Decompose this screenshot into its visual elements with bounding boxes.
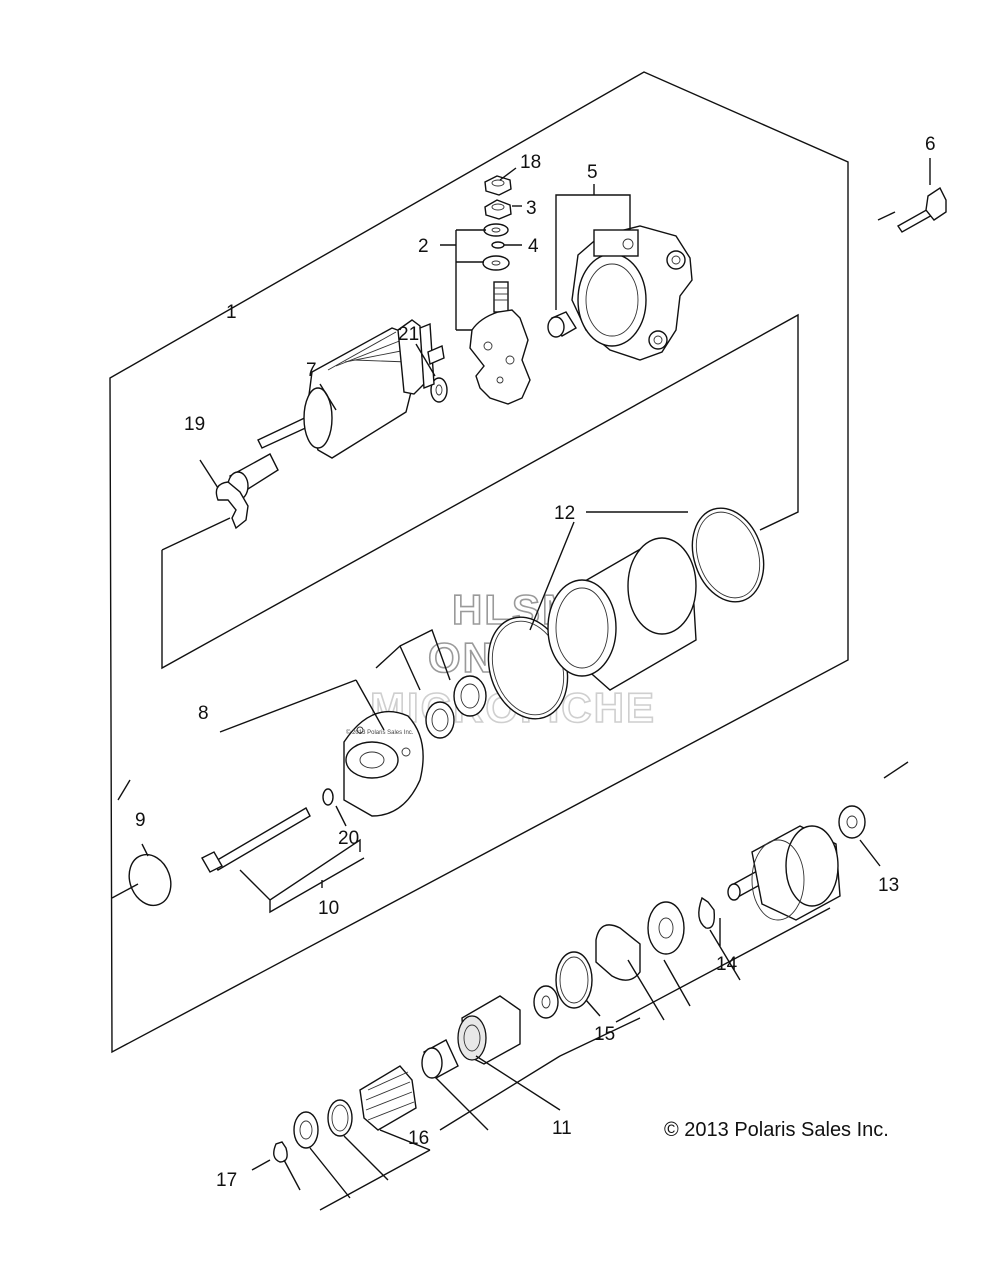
- housing-small-text: © 2013 Polaris Sales Inc.: [346, 729, 414, 736]
- callout-8: 8: [198, 703, 209, 724]
- part-stop-washer: [647, 901, 685, 955]
- callout-21: 21: [398, 324, 419, 345]
- part-20-oring: [322, 788, 334, 806]
- bracket-12: [161, 313, 799, 670]
- part-pinion-shaft: [727, 825, 841, 921]
- part-yoke: [547, 537, 697, 691]
- part-brush-plate: [469, 281, 531, 405]
- callout-12: 12: [554, 503, 575, 524]
- part-11-pinion: [457, 995, 521, 1065]
- part-19-clip: [215, 481, 249, 530]
- part-3-nut: [484, 199, 512, 220]
- callout-14: 14: [716, 954, 738, 975]
- part-15-washers: [533, 951, 593, 1019]
- callout-19: 19: [184, 414, 205, 435]
- assembly-outline: [109, 71, 849, 1054]
- callout-17: 17: [216, 1170, 237, 1191]
- part-13-washer: [838, 805, 866, 839]
- part-4-oring: [491, 241, 505, 249]
- part-21-washer: [430, 377, 448, 403]
- callout-18: 18: [520, 152, 541, 173]
- part-5-end-housing: [571, 225, 693, 361]
- callout-5: 5: [587, 162, 598, 183]
- callout-13: 13: [878, 875, 899, 896]
- part-18-nut: [484, 175, 512, 196]
- part-stop-collar: [595, 924, 641, 981]
- part-bearings: [425, 675, 487, 739]
- part-bushing: [547, 311, 577, 338]
- part-6-bolt: [877, 186, 947, 233]
- copyright: © 2013 Polaris Sales Inc.: [664, 1119, 889, 1141]
- callout-3: 3: [526, 198, 537, 219]
- callout-4: 4: [528, 236, 539, 257]
- part-10-bolt: [201, 807, 311, 873]
- callout-9: 9: [135, 810, 146, 831]
- callout-20: 20: [338, 828, 359, 849]
- part-sleeve: [421, 1039, 459, 1079]
- part-14-snap-ring: [698, 896, 716, 929]
- part-8-front-housing: [343, 710, 424, 817]
- callout-10: 10: [318, 898, 339, 919]
- part-2-washers: [482, 223, 510, 271]
- part-17-clip: [273, 1141, 288, 1163]
- callout-7: 7: [306, 360, 317, 381]
- part-16-spring: [293, 1065, 417, 1149]
- callout-2: 2: [418, 236, 429, 257]
- callout-6: 6: [925, 134, 936, 155]
- callout-11: 11: [552, 1118, 572, 1139]
- callout-1: 1: [226, 302, 237, 323]
- part-7-armature: [227, 319, 445, 501]
- part-9-cap: [128, 853, 172, 907]
- callout-15: 15: [594, 1024, 615, 1045]
- callouts: 1 2 3 4 5 6 7 8 9 10 11 12 13 14 15 16 1…: [135, 134, 936, 1191]
- callout-16: 16: [408, 1128, 429, 1149]
- leader-lines: [111, 158, 931, 1211]
